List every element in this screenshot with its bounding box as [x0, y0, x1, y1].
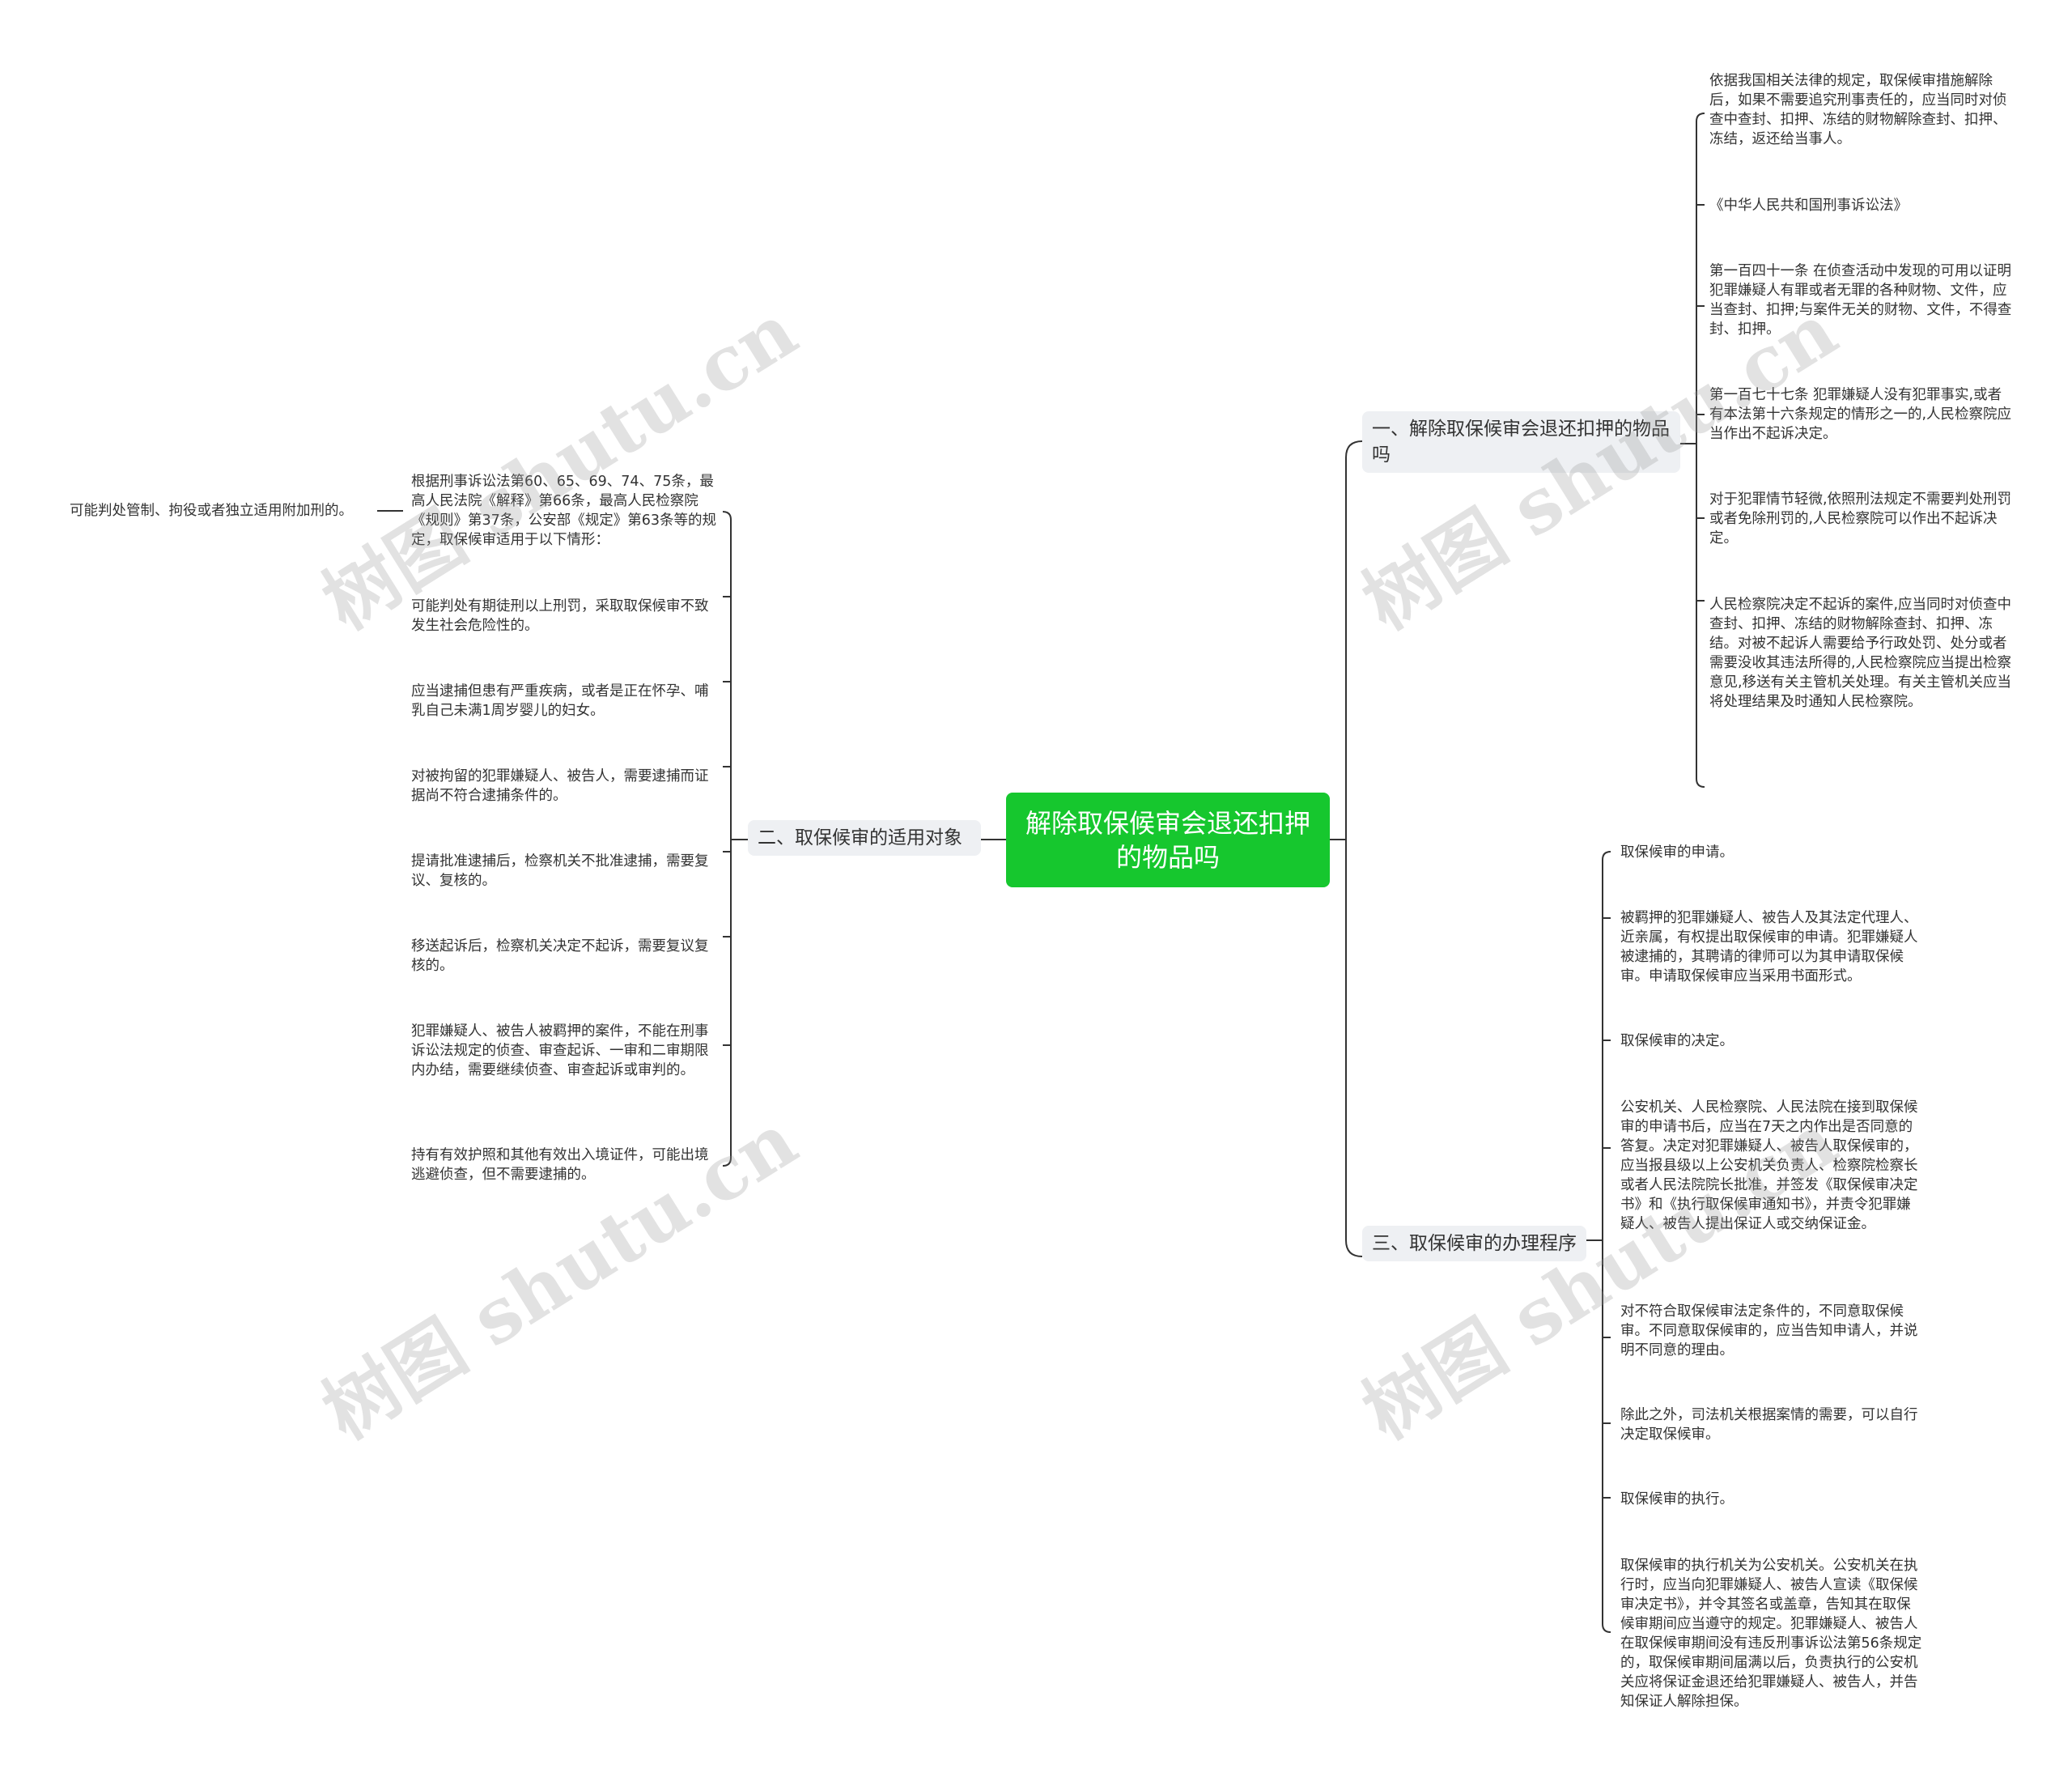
leaf-item[interactable]: 根据刑事诉讼法第60、65、69、74、75条，最高人民法院《解释》第66条，最…	[411, 474, 717, 548]
leaf-item[interactable]: 对被拘留的犯罪嫌疑人、被告人，需要逮捕而证据尚不符合逮捕条件的。	[411, 768, 709, 804]
leaf-item[interactable]: 应当逮捕但患有严重疾病，或者是正在怀孕、哺乳自己未满1周岁婴儿的妇女。	[411, 683, 709, 719]
leaf-item[interactable]: 提请批准逮捕后，检察机关不批准逮捕，需要复议、复核的。	[411, 853, 709, 889]
leaf-item[interactable]: 取保候审的申请。	[1620, 844, 1734, 861]
leaf-item[interactable]: 犯罪嫌疑人、被告人被羁押的案件，不能在刑事诉讼法规定的侦查、审查起诉、一审和二审…	[411, 1023, 709, 1078]
leaf-item[interactable]: 依据我国相关法律的规定，取保候审措施解除后，如果不需要追究刑事责任的，应当同时对…	[1709, 73, 2007, 147]
leaf-item[interactable]: 可能判处有期徒刑以上刑罚，采取取保候审不致发生社会危险性的。	[411, 598, 709, 634]
leaf-item[interactable]: 对于犯罪情节轻微,依照刑法规定不需要判处刑罚或者免除刑罚的,人民检察院可以作出不…	[1709, 491, 2012, 546]
leaf-item[interactable]: 被羁押的犯罪嫌疑人、被告人及其法定代理人、近亲属，有权提出取保候审的申请。犯罪嫌…	[1620, 910, 1918, 984]
leaf-item[interactable]: 取保候审的执行。	[1620, 1491, 1734, 1507]
leaf-item[interactable]: 除此之外，司法机关根据案情的需要，可以自行决定取保候审。	[1620, 1407, 1918, 1443]
root-node[interactable]: 解除取保候审会退还扣押的物品吗	[1006, 793, 1330, 887]
leaf-item[interactable]: 第一百四十一条 在侦查活动中发现的可用以证明犯罪嫌疑人有罪或者无罪的各种财物、文…	[1709, 263, 2012, 338]
branch-release-property[interactable]: 一、解除取保候审会退还扣押的物品吗	[1362, 411, 1680, 473]
leaf-item[interactable]: 取保候审的决定。	[1620, 1033, 1734, 1049]
branch-label: 三、取保候审的办理程序	[1372, 1233, 1577, 1254]
connector-trunk-right	[1345, 440, 1363, 1257]
leaf-item[interactable]: 《中华人民共和国刑事诉讼法》	[1709, 198, 1908, 214]
leaf-sub-item[interactable]: 可能判处管制、拘役或者独立适用附加刑的。	[70, 503, 353, 519]
leaf-item[interactable]: 第一百七十七条 犯罪嫌疑人没有犯罪事实,或者有本法第十六条规定的情形之一的,人民…	[1709, 387, 2012, 442]
connector-b2-bracket	[722, 511, 732, 1167]
leaf-item[interactable]: 取保候审的执行机关为公安机关。公安机关在执行时，应当向犯罪嫌疑人、被告人宣读《取…	[1620, 1558, 1922, 1710]
branch-applicable-cases[interactable]: 二、取保候审的适用对象	[748, 820, 981, 856]
branch-procedure[interactable]: 三、取保候审的办理程序	[1362, 1226, 1586, 1261]
connector-b3-bracket	[1602, 851, 1611, 1633]
connector-b1-bracket	[1696, 113, 1705, 788]
leaf-item[interactable]: 人民检察院决定不起诉的案件,应当同时对侦查中查封、扣押、冻结的财物解除查封、扣押…	[1709, 597, 2012, 710]
leaf-item[interactable]: 公安机关、人民检察院、人民法院在接到取保候审的申请书后，应当在7天之内作出是否同…	[1620, 1099, 1918, 1232]
root-title: 解除取保候审会退还扣押的物品吗	[1025, 807, 1310, 873]
branch-label: 一、解除取保候审会退还扣押的物品吗	[1372, 419, 1670, 466]
leaf-item[interactable]: 持有有效护照和其他有效出入境证件，可能出境逃避侦查，但不需要逮捕的。	[411, 1147, 709, 1183]
leaf-item[interactable]: 移送起诉后，检察机关决定不起诉，需要复议复核的。	[411, 938, 709, 974]
branch-label: 二、取保候审的适用对象	[758, 827, 962, 848]
leaf-item[interactable]: 对不符合取保候审法定条件的，不同意取保候审。不同意取保候审的，应当告知申请人，并…	[1620, 1303, 1918, 1358]
